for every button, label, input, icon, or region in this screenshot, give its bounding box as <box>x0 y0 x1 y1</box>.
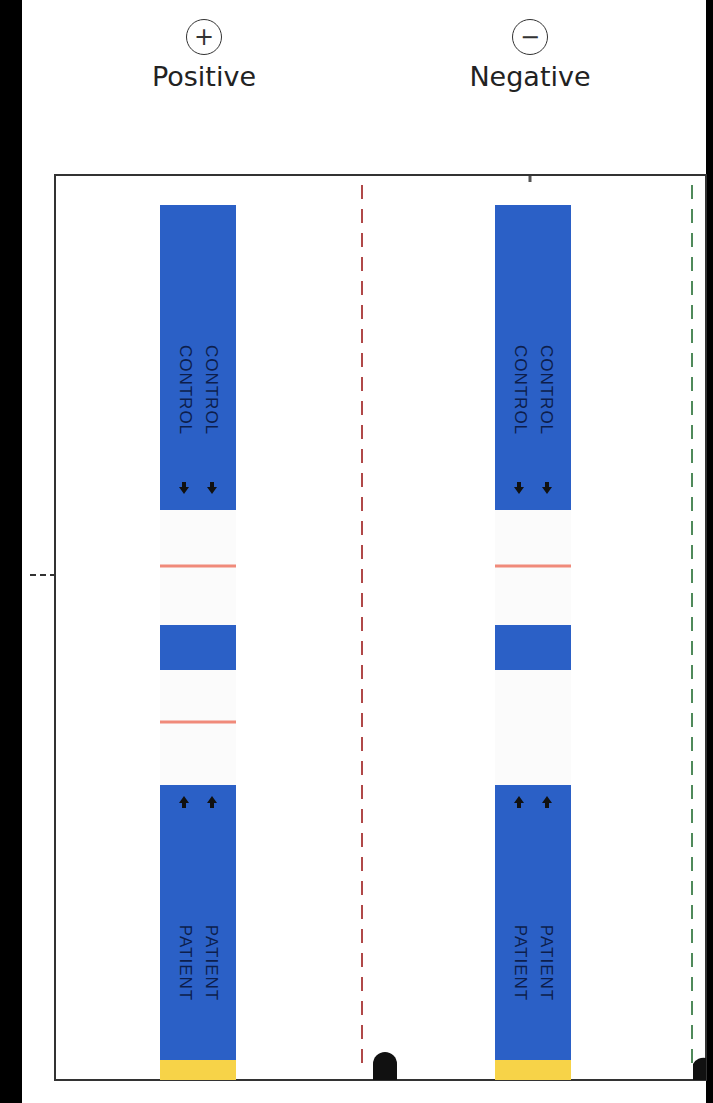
strip-label: CONTROL <box>533 345 559 435</box>
sign-marker: + Positive <box>148 19 261 92</box>
result-heading: Negative <box>465 61 595 92</box>
band-label-group: CONTROLCONTROL <box>172 345 224 435</box>
strip-label: CONTROL <box>172 345 198 435</box>
strip-band: CONTROLCONTROL <box>160 205 236 510</box>
band-label-group: PATIENTPATIENT <box>507 925 559 1001</box>
strip-band: CONTROLCONTROL <box>495 205 571 510</box>
strip-label: PATIENT <box>172 925 198 1001</box>
sign-marker: − Negative <box>465 19 595 92</box>
band-label-group: CONTROLCONTROL <box>507 345 559 435</box>
strip-label: CONTROL <box>198 345 224 435</box>
sign-symbol: + <box>186 19 222 55</box>
band-label-group: PATIENTPATIENT <box>172 925 224 1001</box>
strip-label: PATIENT <box>198 925 224 1001</box>
result-heading: Positive <box>148 61 261 92</box>
sign-symbol: − <box>512 19 548 55</box>
strip-band: PATIENTPATIENT <box>160 785 236 1060</box>
strip-label: CONTROL <box>507 345 533 435</box>
strip-label: PATIENT <box>507 925 533 1001</box>
strip-label: PATIENT <box>533 925 559 1001</box>
strip-band: PATIENTPATIENT <box>495 785 571 1060</box>
